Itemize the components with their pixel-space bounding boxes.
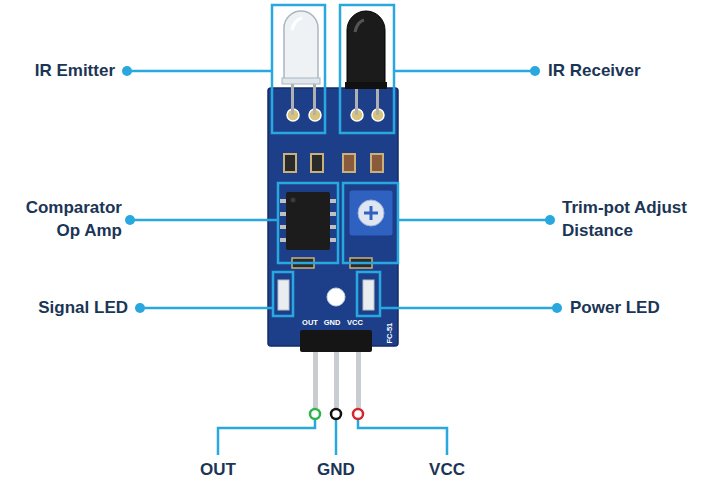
part-label: Signal LED: [38, 297, 128, 320]
mounting-hole: [327, 288, 345, 306]
silkscreen-pin: GND: [324, 319, 341, 327]
receiver-highlight: [355, 20, 364, 32]
pin-name: OUT: [200, 459, 236, 482]
led-leg: [313, 80, 316, 115]
part-label: Comparator Op Amp: [4, 197, 122, 243]
smd-capacitor: [343, 154, 355, 172]
led-leg: [291, 80, 294, 115]
pin-marker: [353, 409, 363, 419]
leader-dots: [122, 66, 562, 313]
trim-pot: [349, 190, 393, 236]
pin-marker: [310, 409, 320, 419]
header-pin: [313, 350, 318, 408]
led-leg: [355, 86, 358, 115]
ir-emitter-led: [284, 11, 318, 82]
pin-name: GND: [317, 459, 355, 482]
pcb-edge: [268, 88, 398, 346]
silkscreen-pin: OUT: [302, 319, 318, 327]
silkscreen-pin: VCC: [347, 319, 363, 327]
led-leg: [376, 86, 379, 115]
board-model: FC-51: [386, 323, 394, 344]
pin-header: [300, 330, 372, 352]
highlight-boxes: [272, 5, 398, 316]
signal-led: [278, 280, 289, 310]
power-led: [363, 280, 374, 310]
header-pin: [356, 350, 361, 408]
smd-resistor: [284, 154, 296, 172]
led-highlight: [292, 18, 302, 30]
receiver-rim: [345, 82, 387, 89]
part-label: IR Receiver: [548, 60, 641, 83]
pin-marker: [331, 409, 341, 419]
led-rim: [282, 78, 320, 84]
pcb-board: [268, 88, 398, 346]
part-label: Power LED: [570, 297, 660, 320]
header-pin: [334, 350, 339, 408]
pin-name: VCC: [429, 459, 465, 482]
part-label: IR Emitter: [35, 60, 115, 83]
ir-receiver-diode: [347, 11, 385, 88]
smd-resistor: [311, 154, 323, 172]
part-label: Trim-pot Adjust Distance: [562, 197, 707, 243]
smd-capacitor: [371, 154, 383, 172]
comparator-ic: [280, 192, 336, 250]
leader-lines: [127, 71, 557, 455]
